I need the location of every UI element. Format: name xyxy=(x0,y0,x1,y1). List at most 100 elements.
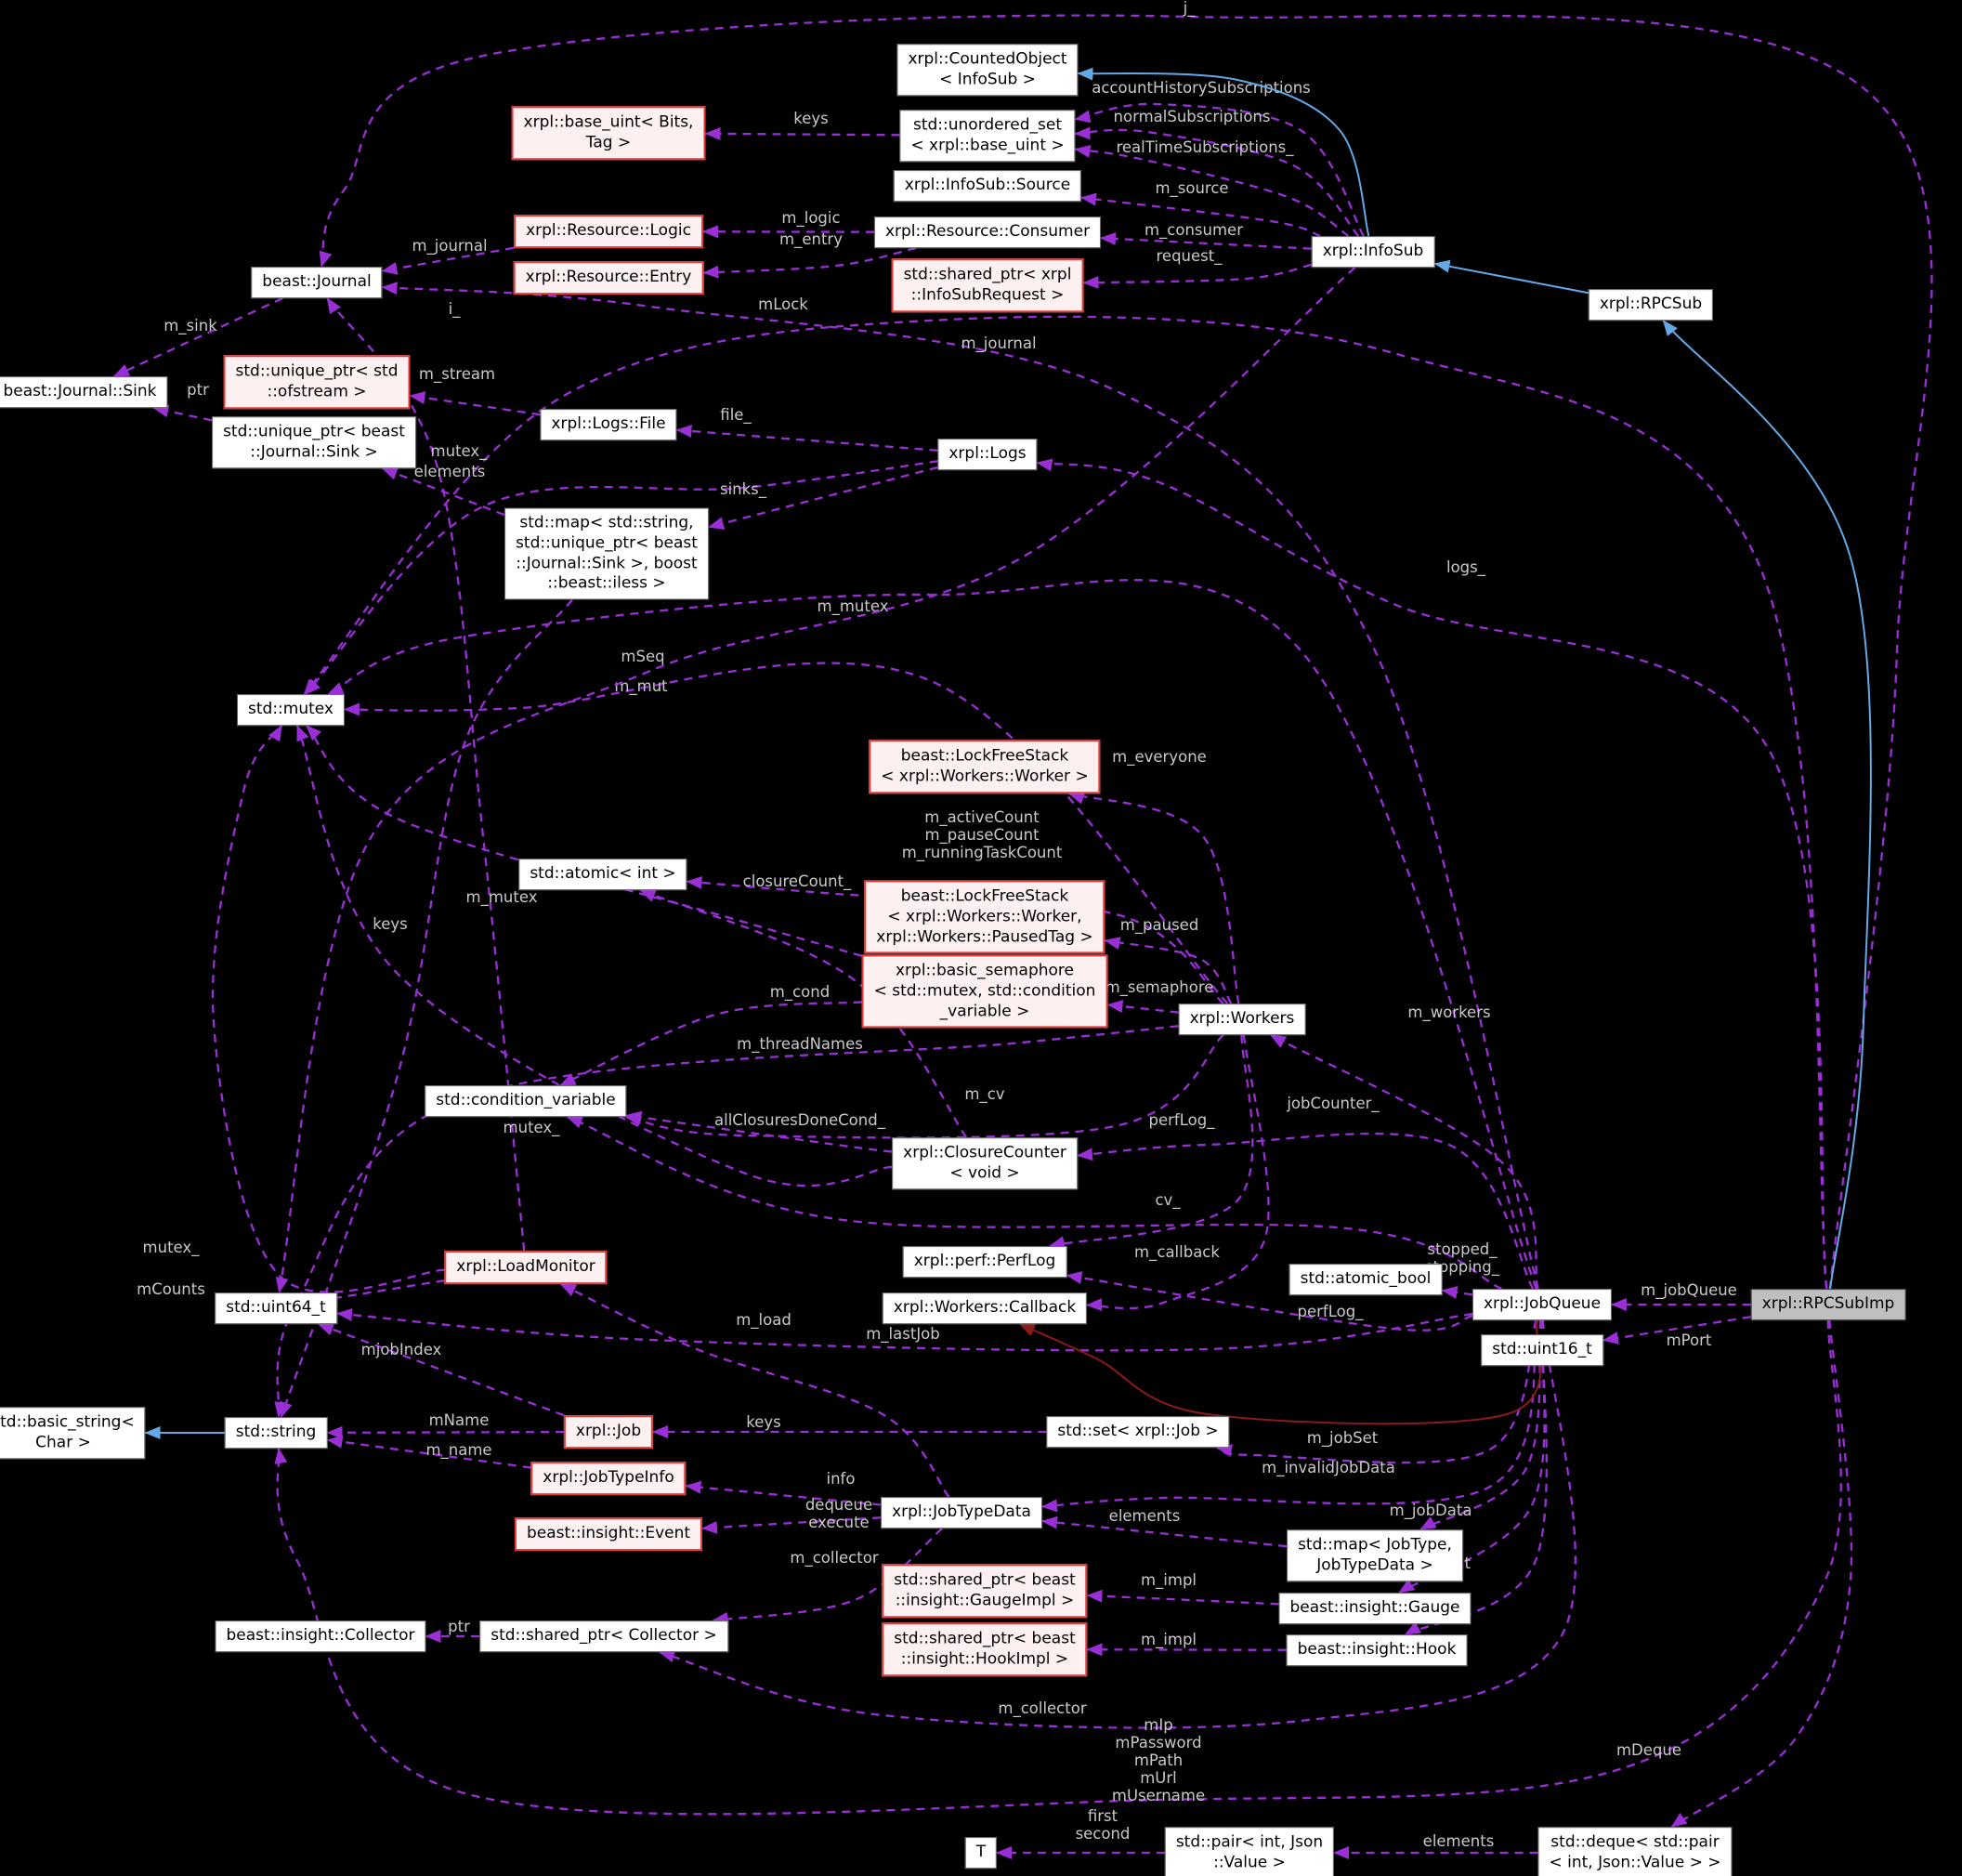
edge-workers--basic-semaphore xyxy=(1106,1000,1179,1014)
node-deque-pair[interactable]: std::deque< std::pair < int, Json::Value… xyxy=(1537,1827,1733,1876)
edge-label-workers--std-string: m_threadNames xyxy=(737,1035,863,1054)
edge-label-jobqueue--perflog: perfLog_ xyxy=(1298,1303,1365,1321)
node-rpcsub[interactable]: xrpl::RPCSub xyxy=(1588,289,1714,321)
node-resource-logic[interactable]: xrpl::Resource::Logic xyxy=(514,215,703,248)
edge-label-workers--basic-semaphore: m_semaphore xyxy=(1105,978,1214,997)
node-closure-counter[interactable]: xrpl::ClosureCounter < void > xyxy=(892,1137,1078,1189)
node-perflog[interactable]: xrpl::perf::PerfLog xyxy=(902,1246,1067,1278)
node-shared-ptr-collector[interactable]: std::shared_ptr< Collector > xyxy=(479,1620,728,1652)
node-std-mutex[interactable]: std::mutex xyxy=(237,694,345,726)
node-basic-semaphore[interactable]: xrpl::basic_semaphore < std::mutex, std:… xyxy=(861,954,1108,1029)
edge-jobqueue--condition-variable xyxy=(566,1115,1502,1291)
node-jobtypeinfo[interactable]: xrpl::JobTypeInfo xyxy=(530,1462,687,1495)
node-insight-event[interactable]: beast::insight::Event xyxy=(514,1517,703,1551)
node-shared-ptr-infosub-request[interactable]: std::shared_ptr< xrpl ::InfoSubRequest > xyxy=(891,258,1084,312)
node-journal[interactable]: beast::Journal xyxy=(251,267,383,298)
edge-label-unordered-set--base-uint: keys xyxy=(793,110,828,127)
edge-closure-counter--std-mutex xyxy=(295,725,893,1187)
edge-label-workers--lockfreestack-paused: m_paused xyxy=(1120,916,1199,935)
edge-label-jobqueue--uint64: m_lastJob xyxy=(866,1325,940,1344)
edge-jobtypeinfo--std-string xyxy=(326,1435,531,1469)
edge-label-shared-ptr-collector--insight-collector: ptr xyxy=(448,1618,470,1635)
edge-workers--condition-variable xyxy=(624,1034,1224,1139)
node-resource-entry[interactable]: xrpl::Resource::Entry xyxy=(513,261,704,295)
node-job[interactable]: xrpl::Job xyxy=(563,1415,654,1449)
node-shared-ptr-hook-impl[interactable]: std::shared_ptr< beast ::insight::HookIm… xyxy=(882,1622,1088,1676)
node-jobtype-map[interactable]: std::map< JobType, JobTypeData > xyxy=(1287,1529,1463,1581)
edge-jobtypedata--load-monitor xyxy=(559,1282,950,1498)
edge-infosub--unordered-set xyxy=(1074,145,1350,237)
edge-label-load-monitor--uint64: mCounts xyxy=(137,1280,205,1298)
edge-infosub--resource-consumer xyxy=(1100,231,1312,250)
edge-label-basic-semaphore--std-mutex: m_mutex xyxy=(466,888,538,907)
edge-rpcsub--infosub xyxy=(1433,259,1589,295)
edge-label-job--uint64: mjobIndex xyxy=(361,1341,442,1358)
edge-label-infosub--unordered-set: accountHistorySubscriptions xyxy=(1092,79,1311,97)
edge-workers--std-string xyxy=(274,1025,1179,1418)
edge-label-rpcsubimp--std-mutex: mLock xyxy=(758,295,808,313)
node-unique-ptr-sink[interactable]: std::unique_ptr< beast ::Journal::Sink > xyxy=(212,416,416,468)
node-sink-map[interactable]: std::map< std::string, std::unique_ptr< … xyxy=(504,507,709,600)
edge-jobqueue--set-job xyxy=(1216,1319,1537,1464)
edge-label-rpcsubimp--uint16: mPort xyxy=(1667,1332,1712,1349)
node-std-string[interactable]: std::string xyxy=(224,1417,328,1449)
edge-label-infosub--resource-consumer: m_consumer xyxy=(1144,221,1243,240)
edge-jobqueue--atomic-bool xyxy=(1441,1286,1473,1299)
node-insight-gauge[interactable]: beast::insight::Gauge xyxy=(1278,1593,1472,1624)
node-t-param[interactable]: T xyxy=(964,1837,998,1869)
node-unordered-set[interactable]: std::unordered_set < xrpl::base_uint > xyxy=(899,110,1076,162)
node-journal-sink[interactable]: beast::Journal::Sink xyxy=(0,376,168,408)
node-infosub[interactable]: xrpl::InfoSub xyxy=(1311,236,1435,268)
node-logs-file[interactable]: xrpl::Logs::File xyxy=(540,409,677,440)
node-shared-ptr-gauge-impl[interactable]: std::shared_ptr< beast ::insight::GaugeI… xyxy=(882,1564,1088,1618)
node-basic-string[interactable]: std::basic_string< Char > xyxy=(0,1407,146,1459)
edge-insight-hook--shared-ptr-hook-impl xyxy=(1086,1643,1287,1657)
node-atomic-bool[interactable]: std::atomic_bool xyxy=(1288,1264,1443,1295)
node-lockfreestack-paused[interactable]: beast::LockFreeStack < xrpl::Workers::Wo… xyxy=(864,880,1105,954)
node-condition-variable[interactable]: std::condition_variable xyxy=(425,1085,627,1117)
edge-closure-counter--condition-variable xyxy=(625,1110,893,1153)
node-unique-ptr-ofstream[interactable]: std::unique_ptr< std ::ofstream > xyxy=(223,355,411,409)
edge-label-load-monitor--journal: i_ xyxy=(449,300,462,319)
node-uint64[interactable]: std::uint64_t xyxy=(215,1292,337,1324)
node-infosub-source[interactable]: xrpl::InfoSub::Source xyxy=(893,170,1082,202)
node-workers-callback[interactable]: xrpl::Workers::Callback xyxy=(882,1292,1088,1324)
node-uint16[interactable]: std::uint16_t xyxy=(1481,1334,1603,1366)
edge-label-closure-counter--atomic-int: closureCount_ xyxy=(743,872,852,891)
edge-infosub--unordered-set xyxy=(1074,102,1365,237)
edge-unique-ptr-sink--journal-sink xyxy=(152,404,213,422)
edge-label-jobqueue--closure-counter: jobCounter_ xyxy=(1286,1095,1380,1113)
node-jobtypedata[interactable]: xrpl::JobTypeData xyxy=(881,1497,1042,1528)
node-resource-consumer[interactable]: xrpl::Resource::Consumer xyxy=(873,216,1102,248)
edge-label-jobqueue--std-mutex: m_mutex xyxy=(818,597,889,616)
edge-label-closure-counter--std-mutex: mutex_ xyxy=(504,1119,561,1137)
node-rpcsubimp[interactable]: xrpl::RPCSubImp xyxy=(1750,1289,1906,1320)
edge-logs-file--unique-ptr-ofstream xyxy=(409,391,541,416)
edge-label-sink-map--unique-ptr-sink: elements xyxy=(414,463,486,480)
node-base-uint[interactable]: xrpl::base_uint< Bits, Tag > xyxy=(511,106,706,160)
node-counted-object[interactable]: xrpl::CountedObject < InfoSub > xyxy=(896,44,1079,96)
node-set-job[interactable]: std::set< xrpl::Job > xyxy=(1046,1416,1230,1448)
edge-jobqueue--journal xyxy=(381,282,1539,1290)
edge-label-jobqueue--journal: m_journal xyxy=(961,335,1036,353)
edge-jobqueue--workers xyxy=(1269,1033,1539,1290)
node-workers[interactable]: xrpl::Workers xyxy=(1178,1004,1306,1035)
edge-label-workers--workers-callback: m_callback xyxy=(1134,1243,1220,1262)
edge-rpcsubimp--deque-pair xyxy=(1670,1319,1853,1828)
edge-workers--std-mutex xyxy=(344,662,1229,1004)
node-insight-hook[interactable]: beast::insight::Hook xyxy=(1286,1634,1468,1666)
node-pair-int-json[interactable]: std::pair< int, Json ::Value > xyxy=(1164,1827,1335,1876)
edge-jobqueue--uint64 xyxy=(336,1307,1473,1352)
node-jobqueue[interactable]: xrpl::JobQueue xyxy=(1472,1289,1613,1320)
node-lockfreestack-worker[interactable]: beast::LockFreeStack < xrpl::Workers::Wo… xyxy=(869,740,1101,794)
edge-jobqueue--shared-ptr-collector xyxy=(659,1319,1576,1729)
node-insight-collector[interactable]: beast::insight::Collector xyxy=(215,1620,426,1652)
edge-label-deque-pair--pair-int-json: elements xyxy=(1423,1832,1495,1850)
edge-label-jobtypedata--shared-ptr-collector: m_collector xyxy=(790,1549,878,1568)
node-logs[interactable]: xrpl::Logs xyxy=(937,439,1038,470)
node-atomic-int[interactable]: std::atomic< int > xyxy=(518,859,687,890)
node-load-monitor[interactable]: xrpl::LoadMonitor xyxy=(444,1251,608,1284)
edge-label-jobqueue--atomic-bool: stopped_stopping_ xyxy=(1425,1240,1500,1277)
